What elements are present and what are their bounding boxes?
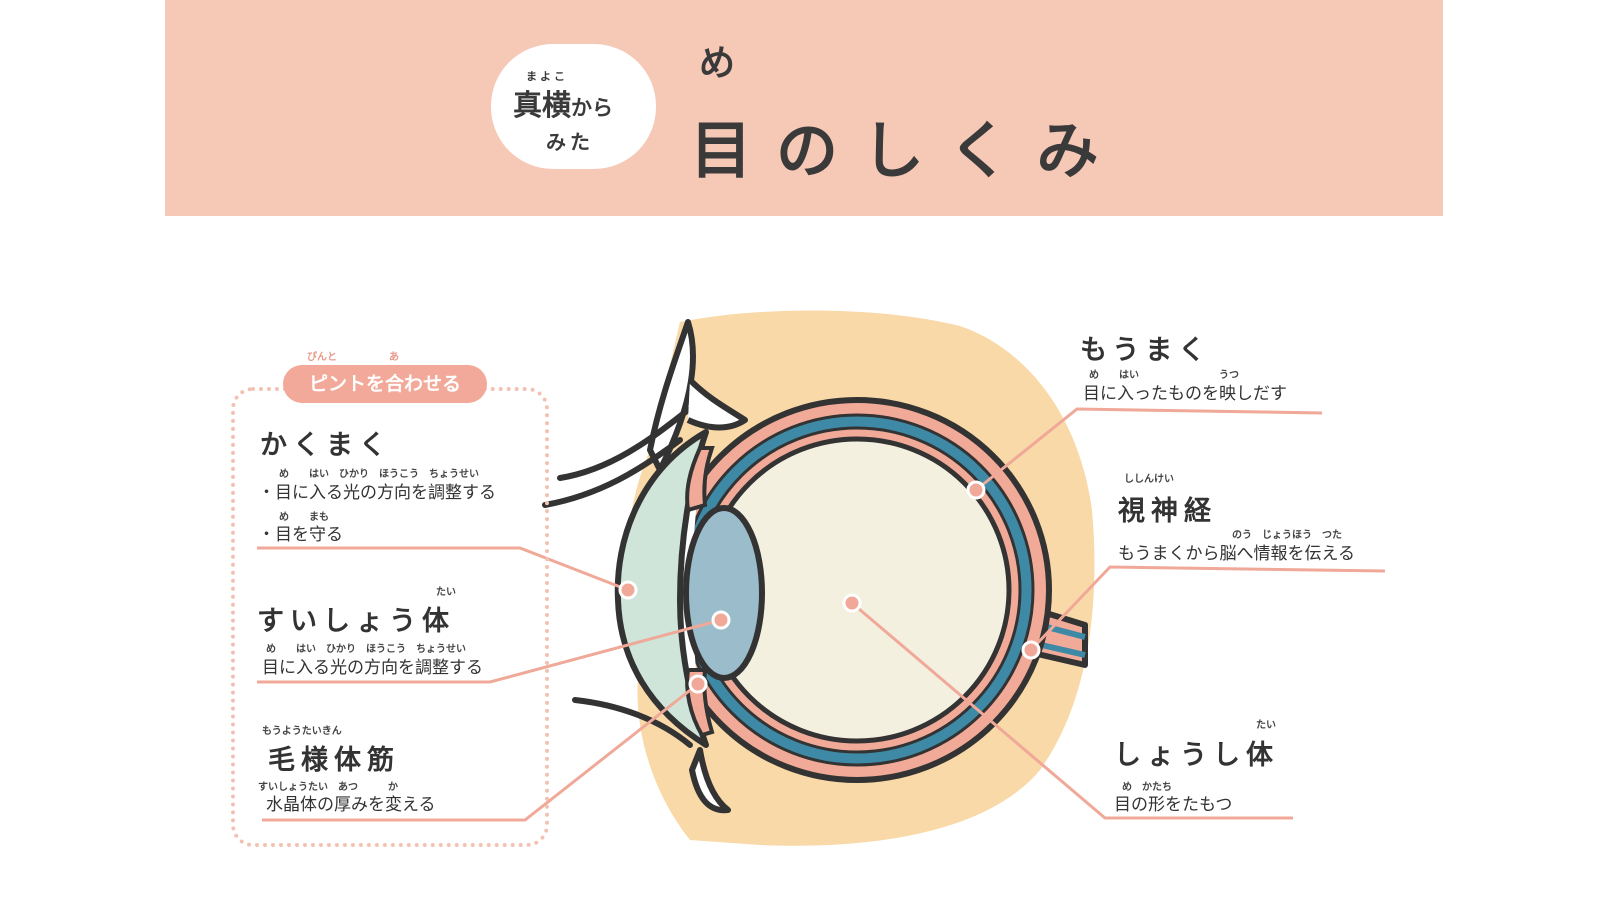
vitreous-ruby: め かたち (1122, 782, 1172, 793)
optic-nerve-name-ruby: ししんけい (1124, 474, 1174, 485)
leader-ciliary (262, 682, 699, 822)
badge-line2: みた (546, 130, 594, 154)
lower-eyelid-line (572, 697, 693, 748)
cornea-desc1: ・目に入る光の方向を調整する (258, 483, 496, 503)
leader-vitreous (851, 601, 1293, 820)
retina-ruby: め はい うつ (1089, 370, 1239, 381)
cornea-name: かくまく (260, 430, 392, 461)
iris-upper (685, 446, 715, 513)
leader-cornea (257, 546, 629, 592)
dot-lens (711, 610, 731, 630)
badge-kanji: 真横 (513, 88, 572, 122)
title-ruby: め (699, 43, 736, 84)
vitreous-name-ruby: たい (1256, 720, 1276, 731)
cornea-ruby2: め まも (279, 512, 329, 523)
dot-retina (966, 480, 986, 500)
dot-vitreous (842, 593, 862, 613)
retina-desc: 目に入ったものを映しだす (1083, 384, 1287, 404)
lens-name-ruby: たい (436, 587, 456, 598)
cornea-ruby1: め はい ひかり ほうこう ちょうせい (279, 469, 479, 480)
badge-kana: から (571, 96, 614, 120)
group-ruby-a: ぴんと (307, 352, 337, 363)
lens-desc: 目に入る光の方向を調整する (262, 658, 483, 678)
optic-nerve-name: 視神経 (1118, 496, 1217, 527)
optic-nerve-ruby: のう じょうほう つた (1232, 530, 1342, 541)
optic-nerve-desc: もうまくから脳へ情報を伝える (1118, 544, 1355, 564)
ciliary-name: 毛様体筋 (268, 745, 400, 776)
upper-eyelid-line (542, 437, 683, 508)
vitreous-desc: 目の形をたもつ (1114, 795, 1233, 815)
retina-name: もうまく (1080, 335, 1212, 366)
lens-ruby: め はい ひかり ほうこう ちょうせい (266, 644, 466, 655)
badge-ruby: まよこ (526, 70, 568, 83)
vitreous-name: しょうし体 (1114, 740, 1279, 771)
leader-lens (257, 618, 722, 684)
lower-lash (689, 747, 731, 814)
upper-eyelid-line2 (557, 407, 691, 481)
upper-lash (686, 377, 748, 431)
dot-optic-nerve (1021, 640, 1041, 660)
ciliary-name-ruby: もうようたいきん (262, 726, 342, 737)
lens-shape (683, 505, 765, 681)
subtitle-badge (491, 44, 656, 169)
group-ruby-b: あ (389, 352, 399, 363)
focus-group-label: ピントを合わせる (283, 365, 487, 403)
ciliary-ruby: すいしょうたい あつ か (258, 782, 398, 793)
leader-optic-nerve (1029, 565, 1386, 652)
ciliary-desc: 水晶体の厚みを変える (266, 795, 436, 815)
dot-cornea (618, 580, 638, 600)
header-banner (165, 0, 1443, 216)
leader-retina (975, 407, 1323, 492)
badge-line1: 真横から (513, 82, 613, 124)
cornea-shape (614, 429, 709, 748)
lens-name: すいしょう体 (257, 606, 455, 637)
dot-ciliary (688, 674, 708, 694)
page-title: 目のしくみ (690, 114, 1123, 187)
cornea-desc2: ・目を守る (258, 525, 343, 545)
